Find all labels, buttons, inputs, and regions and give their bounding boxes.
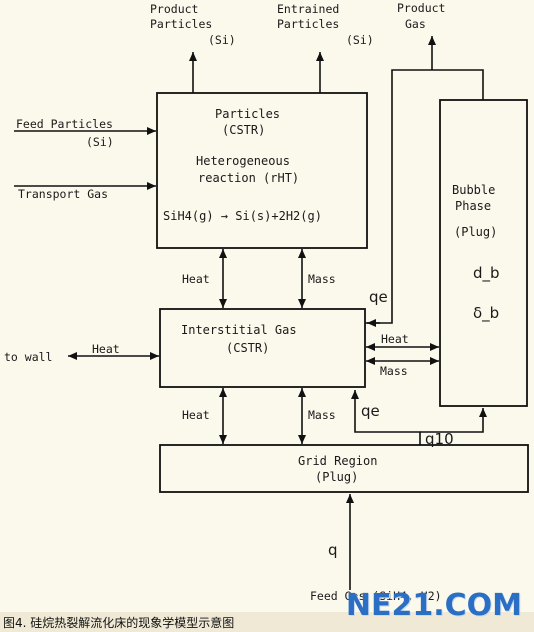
particles-box <box>156 92 368 249</box>
site-logo: NE21.COM <box>346 588 522 623</box>
product-particles-label-1: Product <box>150 2 198 16</box>
interstitial-to-product-gas-line <box>365 69 432 324</box>
q10-label: q10 <box>425 430 454 448</box>
mass-bubble-label: Mass <box>380 364 408 378</box>
figure-caption: 图4. 硅烷热裂解流化床的现象学模型示意图 <box>3 616 235 630</box>
entrained-particles-label-3: (Si) <box>346 33 374 47</box>
bubble-phase-box <box>439 99 528 407</box>
bubble-type: (Plug) <box>454 225 497 239</box>
bubble-to-product-gas-line <box>432 69 484 100</box>
heat-wall-label: Heat <box>92 342 120 356</box>
reaction-label: reaction (rHT) <box>198 171 299 185</box>
transport-gas-label: Transport Gas <box>18 187 108 201</box>
reaction-equation: SiH4(g) → Si(s)+2H2(g) <box>163 209 322 223</box>
product-particles-label-3: (Si) <box>208 33 236 47</box>
feed-gas-label: Feed Gas (SiH4, H2) <box>310 589 442 603</box>
entrained-particles-label-2: Particles <box>277 17 339 31</box>
qe-lower-line <box>351 390 421 445</box>
figure-caption-bar: 图4. 硅烷热裂解流化床的现象学模型示意图 <box>0 612 534 632</box>
product-gas-label-1: Product <box>397 1 445 15</box>
mass-upper-label: Mass <box>308 272 336 286</box>
feed-q-label: q <box>328 541 338 559</box>
entrained-particles-label-1: Entrained <box>277 2 339 16</box>
to-wall-label: to wall <box>4 350 52 364</box>
heat-bubble-label: Heat <box>381 332 409 346</box>
heat-upper-label: Heat <box>182 272 210 286</box>
grid-region-box <box>159 444 529 493</box>
mass-lower-label: Mass <box>308 408 336 422</box>
fluidized-bed-model-diagram: Product Particles (Si) Entrained Particl… <box>4 1 529 603</box>
interstitial-title: Interstitial Gas <box>181 323 297 337</box>
particles-type: (CSTR) <box>222 123 265 137</box>
qe-lower-label: qe <box>361 402 380 420</box>
product-particles-label-2: Particles <box>150 17 212 31</box>
grid-type: (Plug) <box>315 470 358 484</box>
feed-particles-si-label: (Si) <box>86 135 114 149</box>
logo-text: NE21.COM <box>345 588 522 623</box>
bubble-title: Bubble <box>452 183 495 197</box>
interstitial-type: (CSTR) <box>226 341 269 355</box>
interstitial-gas-box <box>159 308 366 388</box>
bubble-var-delta-b: δ_b <box>473 304 499 323</box>
qe-upper-label: qe <box>369 288 388 306</box>
product-gas-label-2: Gas <box>405 17 426 31</box>
heat-lower-label: Heat <box>182 408 210 422</box>
particles-title: Particles <box>215 107 280 121</box>
bubble-subtitle: Phase <box>455 199 491 213</box>
grid-title: Grid Region <box>298 454 377 468</box>
bubble-var-db: d_b <box>473 264 500 283</box>
feed-particles-label: Feed Particles <box>16 117 113 131</box>
reaction-title: Heterogeneous <box>196 154 290 168</box>
q10-line <box>420 408 487 433</box>
